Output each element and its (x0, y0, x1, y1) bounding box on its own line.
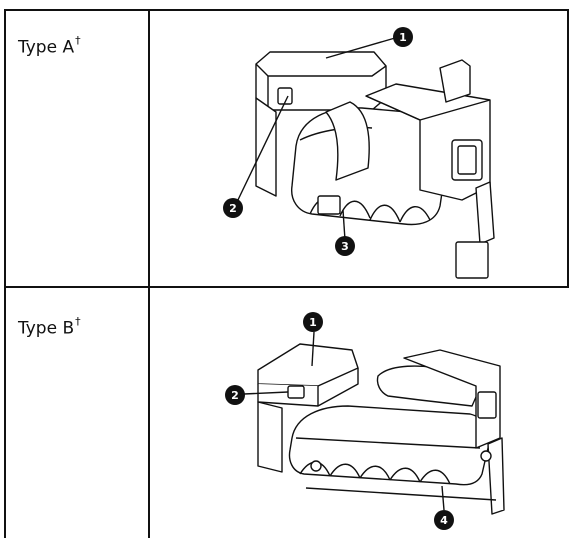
type-a-text: Type A (18, 37, 75, 58)
table-right-border (567, 9, 569, 287)
callout-1-a: 1 (393, 27, 413, 47)
callout-4-b-label: 4 (440, 514, 448, 527)
table-left-border (4, 9, 6, 538)
type-b-label: Type B† (18, 314, 81, 339)
callout-1-a-label: 1 (399, 31, 407, 44)
type-a-label: Type A† (18, 33, 81, 58)
table-column-divider (148, 9, 150, 538)
callout-3-a-label: 3 (341, 240, 349, 253)
callout-2-a-label: 2 (229, 202, 237, 215)
type-b-text: Type B (18, 318, 75, 339)
callout-2-a: 2 (223, 198, 243, 218)
callout-1-leader (325, 37, 396, 59)
callout-2-b: 2 (225, 385, 245, 405)
type-a-icemaker-illustration: 1 2 3 (223, 27, 495, 279)
callout-1-b-label: 1 (309, 316, 317, 329)
callout-4-b: 4 (434, 510, 454, 530)
callout-2-b-label: 2 (231, 389, 239, 402)
callout-1-b: 1 (303, 312, 323, 332)
type-b-icemaker-illustration: 1 2 4 (225, 312, 505, 530)
table-top-border (4, 9, 569, 11)
table-row-divider (4, 286, 569, 288)
type-a-dagger: † (75, 34, 81, 47)
type-b-dagger: † (75, 315, 81, 328)
callout-3-a: 3 (335, 236, 355, 256)
component-table (4, 4, 569, 538)
